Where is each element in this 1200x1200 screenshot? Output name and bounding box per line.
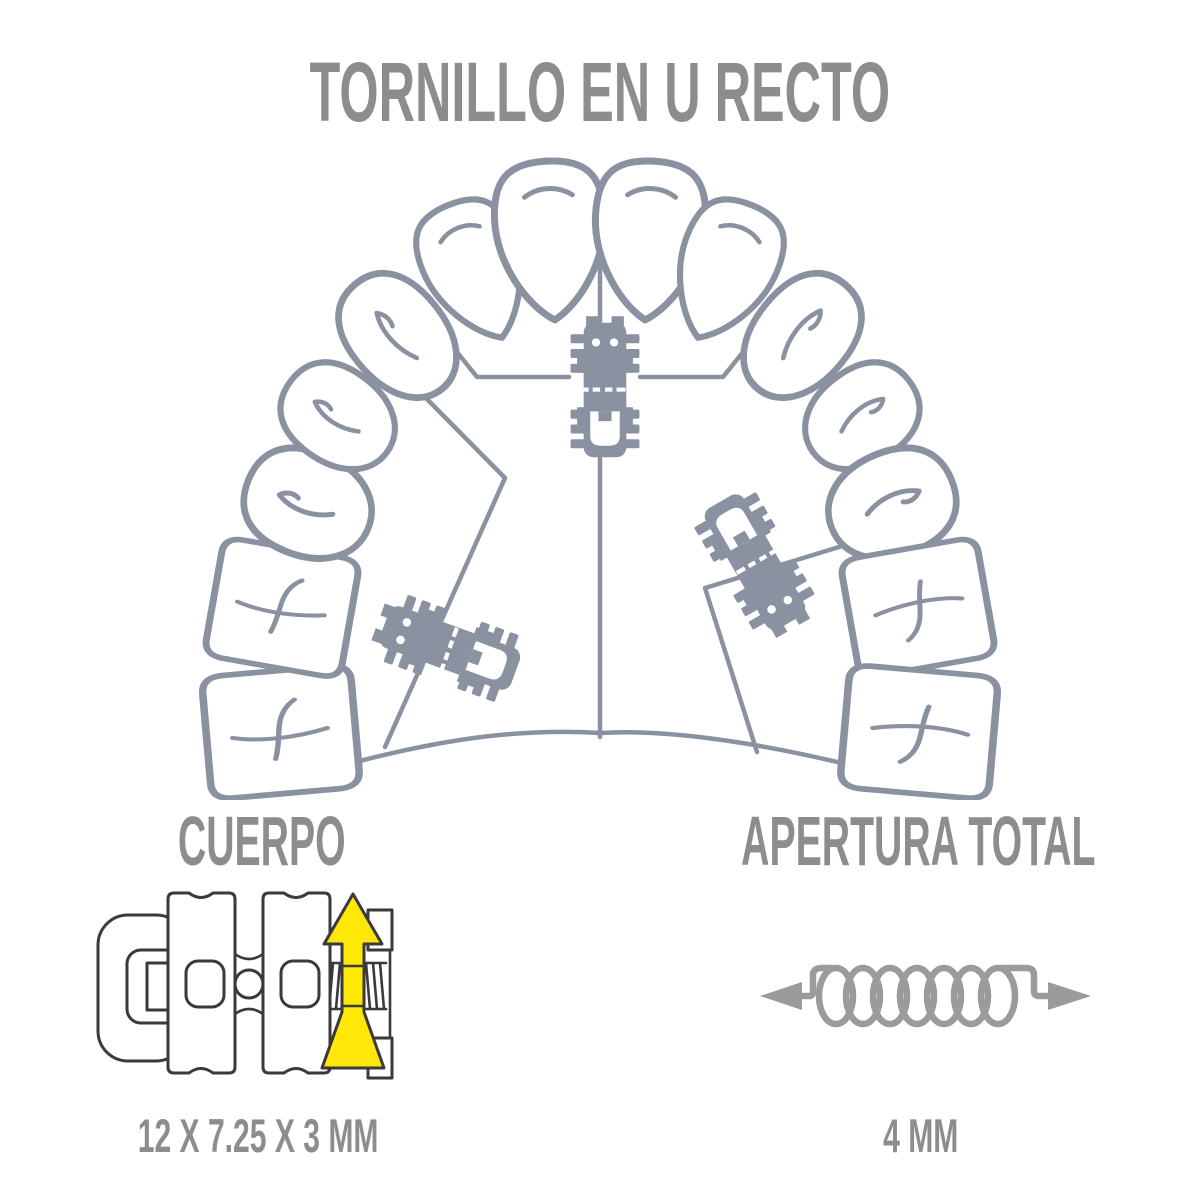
- screw-body-drawing: [96, 891, 394, 1080]
- tooth: [840, 537, 997, 679]
- dental-arch-illustration: [180, 150, 1020, 800]
- expansion-screw-icon-right: [689, 483, 825, 647]
- cuerpo-dimension-text: 12 X 7.25 X 3 MM: [137, 1109, 379, 1162]
- apertura-total-dimension-text: 4 MM: [883, 1109, 959, 1162]
- arrow-left-icon: [760, 982, 802, 1010]
- coil: [815, 964, 1019, 1028]
- guide-block-hole: [184, 959, 226, 1009]
- guide-block-hole: [279, 959, 321, 1009]
- apertura-total-section-label: APERTURA TOTAL: [740, 802, 1096, 880]
- vertical-double-arrow-icon: [320, 892, 386, 1070]
- coil-spring-icon: [760, 964, 1091, 1028]
- tooth: [201, 664, 360, 800]
- appliance-outline: [250, 210, 950, 796]
- page-title: TORNILLO EN U RECTO: [309, 45, 891, 139]
- expansion-screw-icon-front: [570, 316, 640, 458]
- cuerpo-section-label: CUERPO: [178, 802, 346, 880]
- arrow-right-icon: [1048, 982, 1091, 1010]
- tooth: [839, 664, 998, 800]
- center-spindle: [233, 968, 265, 1000]
